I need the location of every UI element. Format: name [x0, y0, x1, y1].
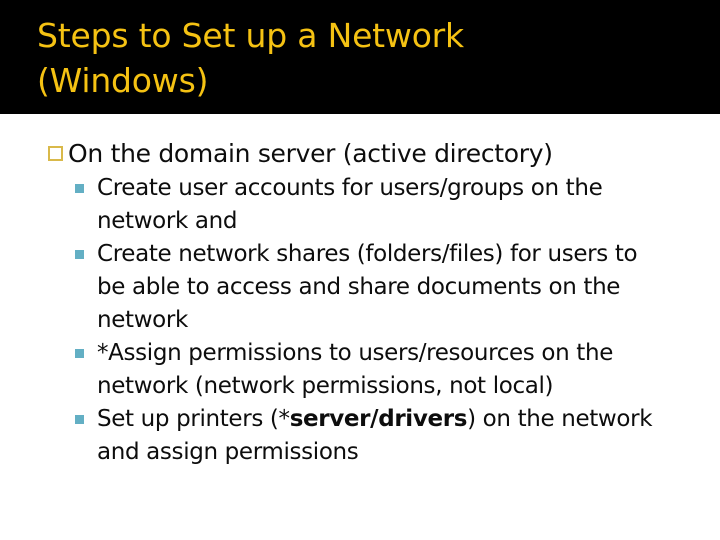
- bullet-level2-item: Set up printers (*server/drivers) on the…: [75, 403, 720, 469]
- bullet-level2-label: Set up printers (*server/drivers) on the…: [97, 406, 653, 465]
- bullet-level2-label: Create user accounts for users/groups on…: [97, 175, 603, 234]
- bullet-level2-item: Create user accounts for users/groups on…: [75, 172, 720, 238]
- filled-square-bullet-icon: [75, 349, 84, 358]
- bullet-level1-item: On the domain server (active directory): [48, 138, 720, 170]
- title-band: Steps to Set up a Network (Windows): [0, 0, 720, 114]
- bullet-level2-label: Create network shares (folders/files) fo…: [97, 241, 638, 333]
- bullet-level2-item: *Assign permissions to users/resources o…: [75, 337, 720, 403]
- hollow-square-bullet-icon: [48, 146, 63, 161]
- bullet-level1-label: On the domain server (active directory): [68, 139, 553, 168]
- bullet-level2-item: Create network shares (folders/files) fo…: [75, 238, 720, 337]
- filled-square-bullet-icon: [75, 415, 84, 424]
- slide-title: Steps to Set up a Network (Windows): [37, 16, 464, 100]
- bullet-level2-label: *Assign permissions to users/resources o…: [97, 340, 614, 399]
- bullet-level2-list: Create user accounts for users/groups on…: [0, 172, 720, 469]
- filled-square-bullet-icon: [75, 184, 84, 193]
- slide-body: On the domain server (active directory) …: [0, 114, 720, 540]
- filled-square-bullet-icon: [75, 250, 84, 259]
